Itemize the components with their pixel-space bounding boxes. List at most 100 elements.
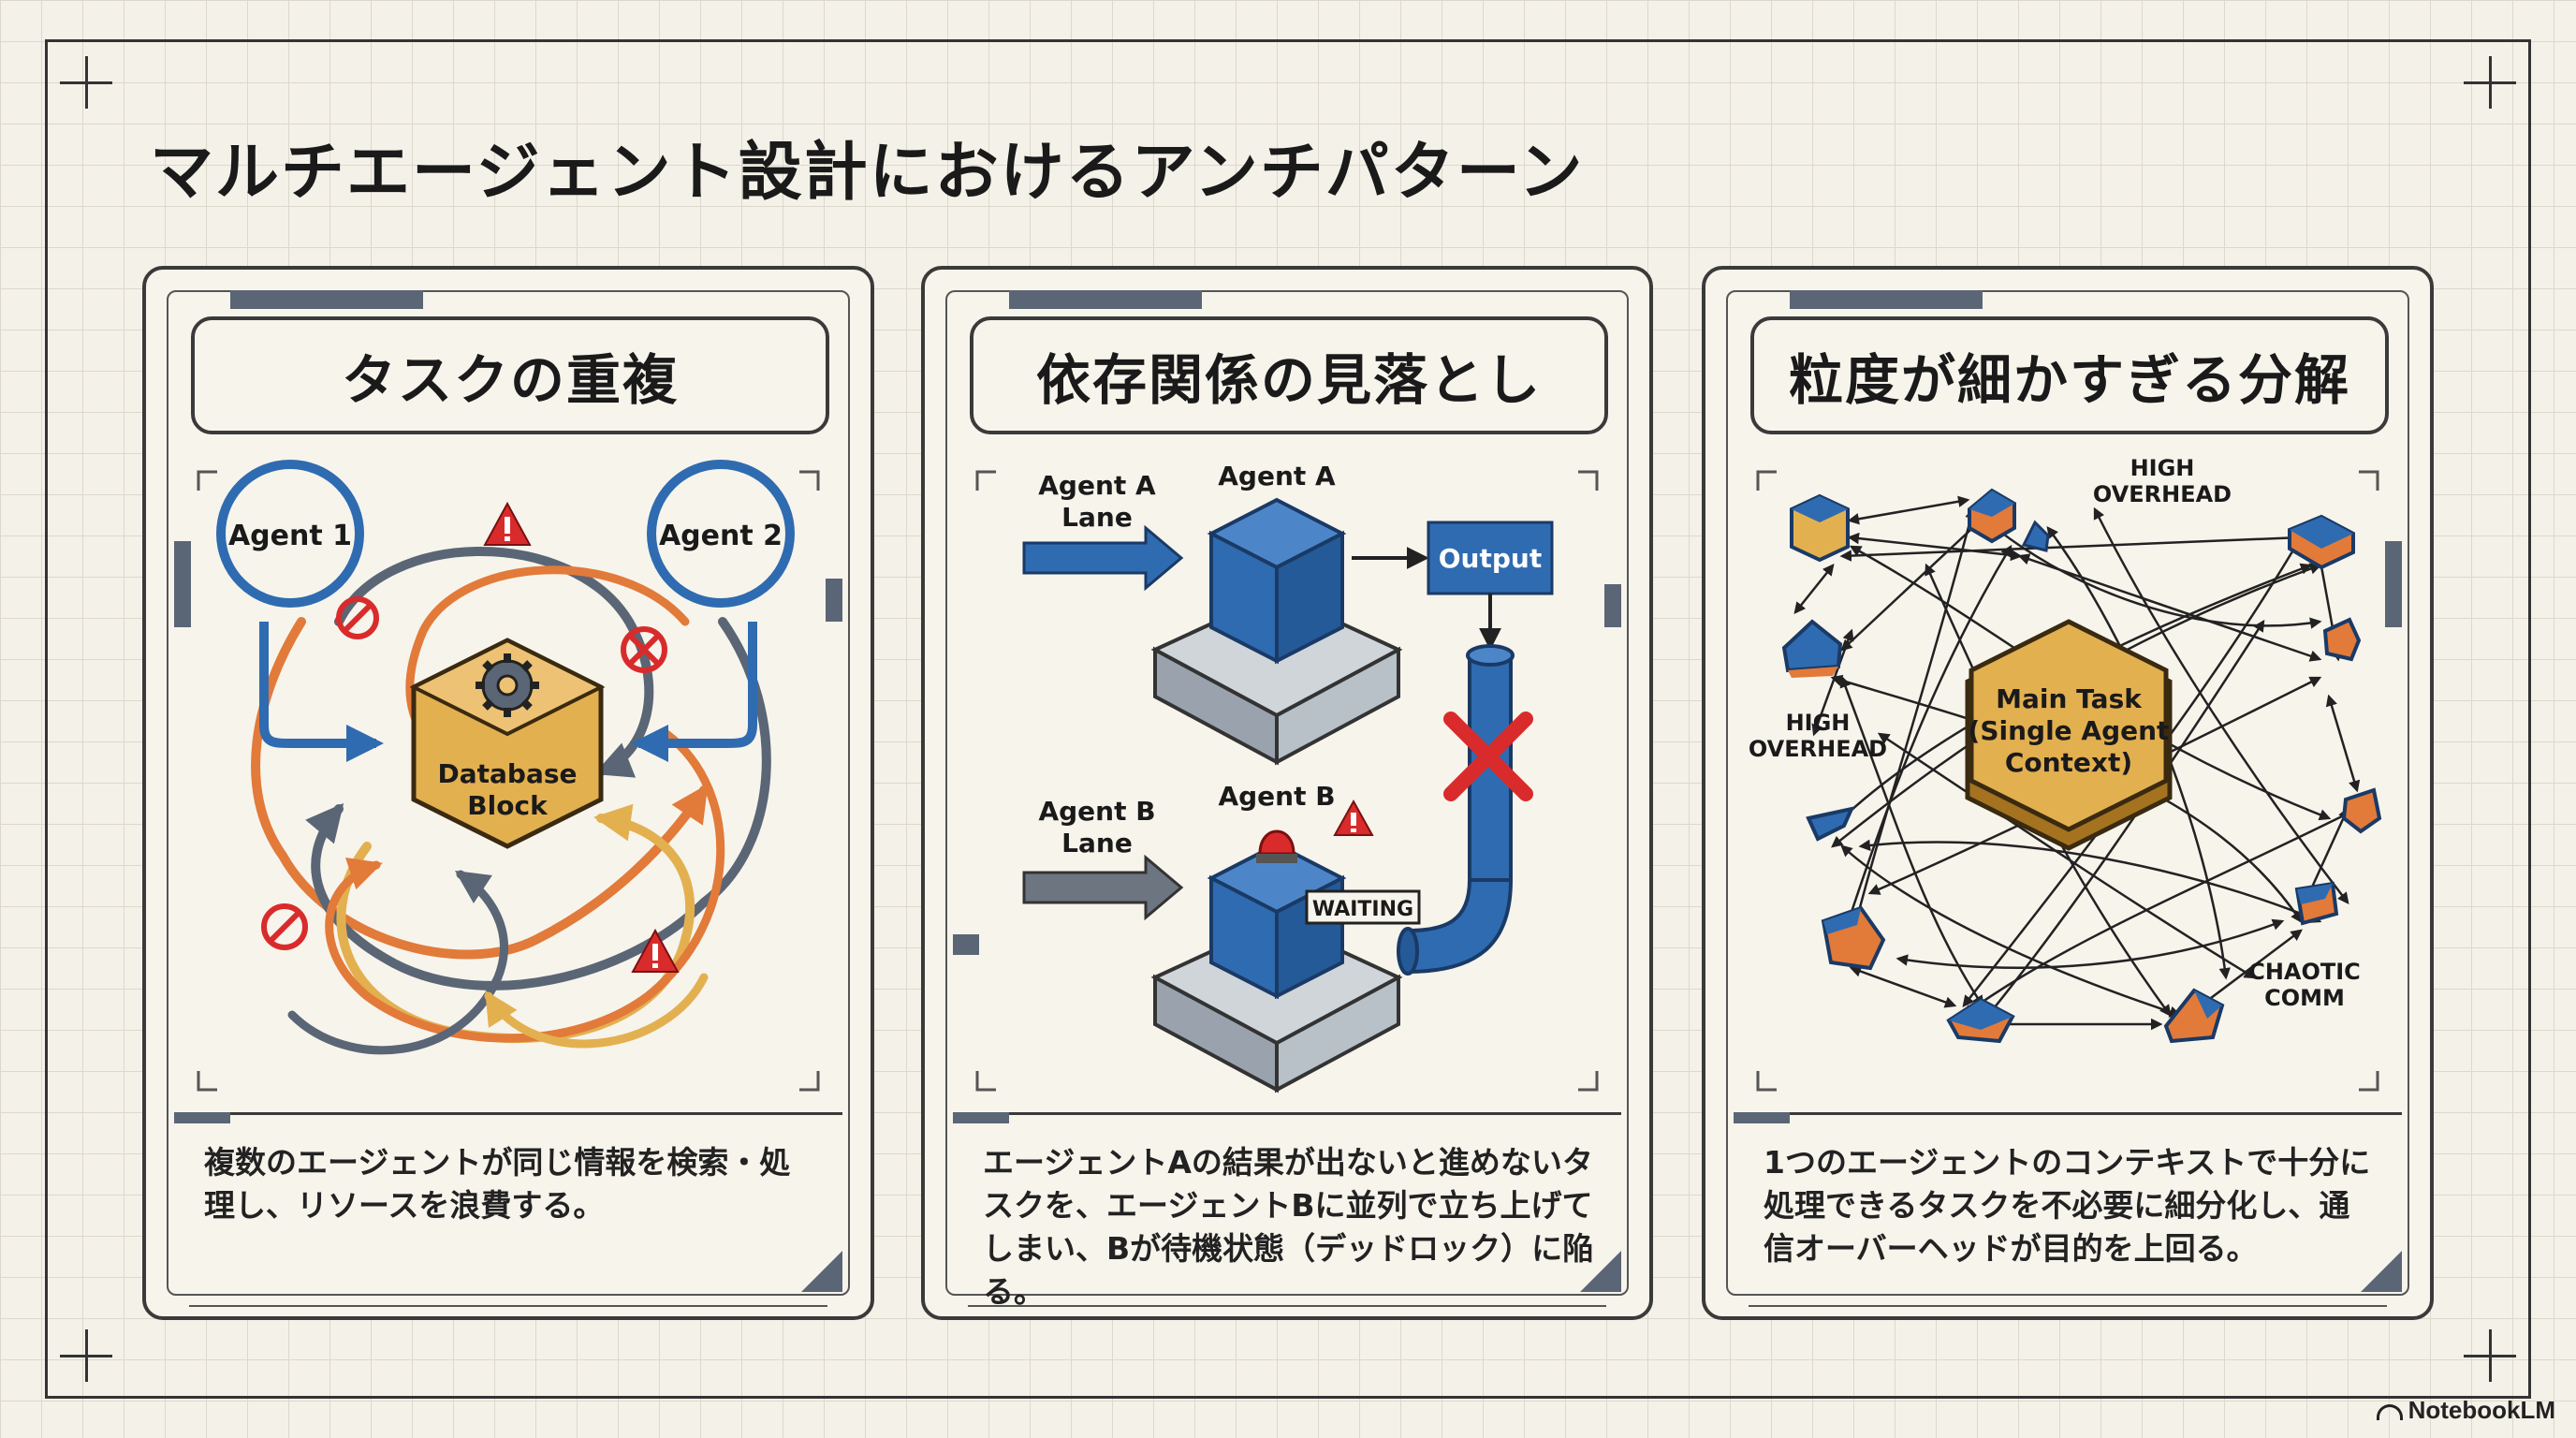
corner-brackets <box>197 470 820 1092</box>
lane-a-label-line2: Lane <box>1061 502 1133 533</box>
flow-path <box>305 617 771 990</box>
alarm-light-icon <box>1256 829 1297 863</box>
main-task-label-line2: (Single Agent <box>1969 715 2170 746</box>
agent2-circle <box>647 460 795 608</box>
brand-footer: NotebookLM <box>2376 1396 2555 1425</box>
card-inner-border <box>945 290 1629 1296</box>
lane-b-label-line2: Lane <box>1061 828 1133 858</box>
overhead-top-label-line1: HIGH <box>2130 455 2195 481</box>
description-box: 1つのエージェントのコンテキストで十分に処理できるタスクを不必要に細分化し、通信… <box>1734 1112 2402 1292</box>
warning-icon <box>631 928 680 973</box>
duplication-diagram: Agent 1 Agent 2 Database Block <box>197 460 820 1092</box>
notebooklm-logo-icon <box>2376 1404 2403 1420</box>
corner-mark-bottom-right <box>2464 1329 2516 1382</box>
brand-label: NotebookLM <box>2408 1396 2555 1424</box>
card-tab <box>1009 290 1202 309</box>
main-task-label-line3: Context) <box>2005 747 2132 778</box>
task-fragment <box>1968 488 2016 544</box>
description-box: エージェントAの結果が出ないと進めないタスクを、エージェントBに並列で立ち上げて… <box>953 1112 1621 1310</box>
agent2-label: Agent 2 <box>659 520 783 552</box>
card-over-decomposition: 粒度が細かすぎる分解 <box>1702 266 2434 1320</box>
agent-a-cube <box>1207 497 1347 665</box>
overhead-top-label-line2: OVERHEAD <box>2093 481 2232 507</box>
output-label: Output <box>1439 543 1542 574</box>
card-title: 粒度が細かすぎる分解 <box>1788 348 2350 412</box>
card-side-tab <box>1604 584 1621 627</box>
task-fragment <box>2021 520 2050 552</box>
lane-a-label-line1: Agent A <box>1038 470 1156 501</box>
card-side-tab <box>2385 541 2402 627</box>
card-tab <box>230 290 423 309</box>
warning-icon <box>1333 799 1374 836</box>
agent1-label: Agent 1 <box>228 520 352 552</box>
card-description: 複数のエージェントが同じ情報を検索・処理し、リソースを浪費する。 <box>204 1144 791 1224</box>
card-description: エージェントAの結果が出ないと進めないタスクを、エージェントBに並列で立ち上げて… <box>983 1144 1594 1310</box>
card-inner-border <box>1726 290 2409 1296</box>
flow-path <box>484 973 709 1049</box>
card-dependency-oversight: 依存関係の見落とし Agent A Lane Agent A Output <box>921 266 1653 1320</box>
task-fragment <box>2163 988 2225 1044</box>
task-fragment <box>2294 881 2339 926</box>
card-title: タスクの重複 <box>341 348 679 412</box>
description-corner <box>2361 1251 2402 1292</box>
task-fragment <box>1781 619 1843 678</box>
corner-brackets <box>975 470 1599 1092</box>
card-bottom-line <box>968 1305 1606 1307</box>
flow-path <box>287 870 508 1055</box>
card-title-box: 粒度が細かすぎる分解 <box>1750 316 2389 434</box>
description-tab <box>1734 1112 1790 1123</box>
card-tab <box>1790 290 1983 309</box>
agent-a-label: Agent A <box>1218 461 1336 492</box>
card-side-tab <box>953 934 979 955</box>
card-side-tab <box>174 541 191 627</box>
prohibited-icon <box>261 903 308 950</box>
block-label-line2: Block <box>467 790 549 821</box>
gear-icon <box>476 653 539 717</box>
corner-mark-top-left <box>60 56 112 109</box>
card-inner-border <box>167 290 850 1296</box>
task-fragment <box>1821 905 1886 971</box>
task-fragment <box>1790 493 1850 563</box>
task-fragment <box>2322 617 2362 662</box>
agent1-circle <box>216 460 364 608</box>
chaotic-label-line1: CHAOTIC <box>2248 959 2361 985</box>
decomposition-diagram: Main Task (Single Agent Context) HIGH OV… <box>1749 455 2382 1092</box>
task-fragment <box>1946 997 2015 1044</box>
task-fragment <box>2341 787 2382 834</box>
flow-path <box>251 617 709 960</box>
cross-mark-icon <box>1443 712 1533 801</box>
card-bottom-line <box>1749 1305 2387 1307</box>
page-title: マルチエージェント設計におけるアンチパターン <box>150 136 1585 210</box>
waiting-tag <box>1305 889 1421 925</box>
agent-b-label: Agent B <box>1218 781 1335 812</box>
main-task-block <box>1969 619 2169 832</box>
card-title: 依存関係の見落とし <box>1035 348 1542 412</box>
card-description: 1つのエージェントのコンテキストで十分に処理できるタスクを不必要に細分化し、通信… <box>1764 1144 2371 1267</box>
corner-brackets <box>1756 470 2379 1092</box>
description-tab <box>953 1112 1009 1123</box>
main-task-label-line1: Main Task <box>1996 683 2143 714</box>
task-fragment <box>1806 806 1855 842</box>
waiting-label: WAITING <box>1312 898 1413 921</box>
card-side-tab <box>826 579 842 622</box>
card-title-box: タスクの重複 <box>191 316 829 434</box>
flow-path <box>259 622 384 762</box>
chaotic-label-line2: COMM <box>2264 985 2345 1011</box>
card-task-duplication: タスクの重複 Agent 1 Agent 2 <box>142 266 874 1320</box>
task-fragment <box>2288 514 2355 570</box>
page-frame <box>45 39 2531 1399</box>
dependency-diagram: Agent A Lane Agent A Output <box>975 461 1599 1093</box>
description-tab <box>174 1112 230 1123</box>
lane-b-arrow <box>1022 854 1184 921</box>
corner-mark-top-right <box>2464 56 2516 109</box>
card-title-box: 依存関係の見落とし <box>970 316 1608 434</box>
description-box: 複数のエージェントが同じ情報を検索・処理し、リソースを浪費する。 <box>174 1112 842 1292</box>
flow-path <box>631 622 757 762</box>
overhead-left-label-line2: OVERHEAD <box>1749 736 1887 762</box>
lane-a-arrow <box>1022 524 1184 592</box>
output-box <box>1427 521 1554 595</box>
corner-mark-bottom-left <box>60 1329 112 1382</box>
overhead-left-label-line1: HIGH <box>1786 710 1851 736</box>
prohibited-icon <box>621 626 667 673</box>
description-corner <box>1580 1251 1621 1292</box>
